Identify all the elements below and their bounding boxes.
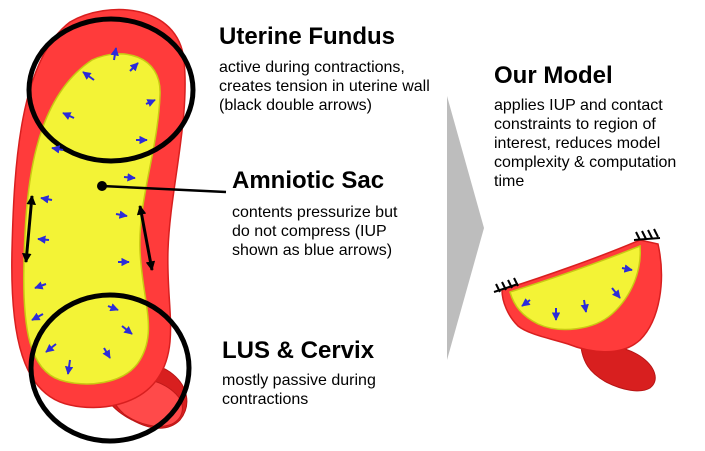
iup-arrow <box>124 177 135 178</box>
cervix-title: LUS & Cervix <box>222 337 374 365</box>
fundus-title: Uterine Fundus <box>219 23 395 51</box>
model-description: applies IUP and contact constraints to r… <box>494 96 705 191</box>
model-title: Our Model <box>494 62 613 90</box>
uterus-full-model-icon <box>12 10 226 441</box>
iup-arrow <box>38 239 49 240</box>
cervix-description: mostly passive during contractions <box>222 371 407 409</box>
chevron-right-icon <box>447 96 484 360</box>
fundus-description: active during contractions, creates tens… <box>219 58 444 115</box>
sac-description: contents pressurize but do not compress … <box>232 203 407 260</box>
sac-title: Amniotic Sac <box>232 167 384 195</box>
constraint-hatch-right <box>634 229 660 240</box>
uterus-reduced-model-icon <box>494 229 661 391</box>
